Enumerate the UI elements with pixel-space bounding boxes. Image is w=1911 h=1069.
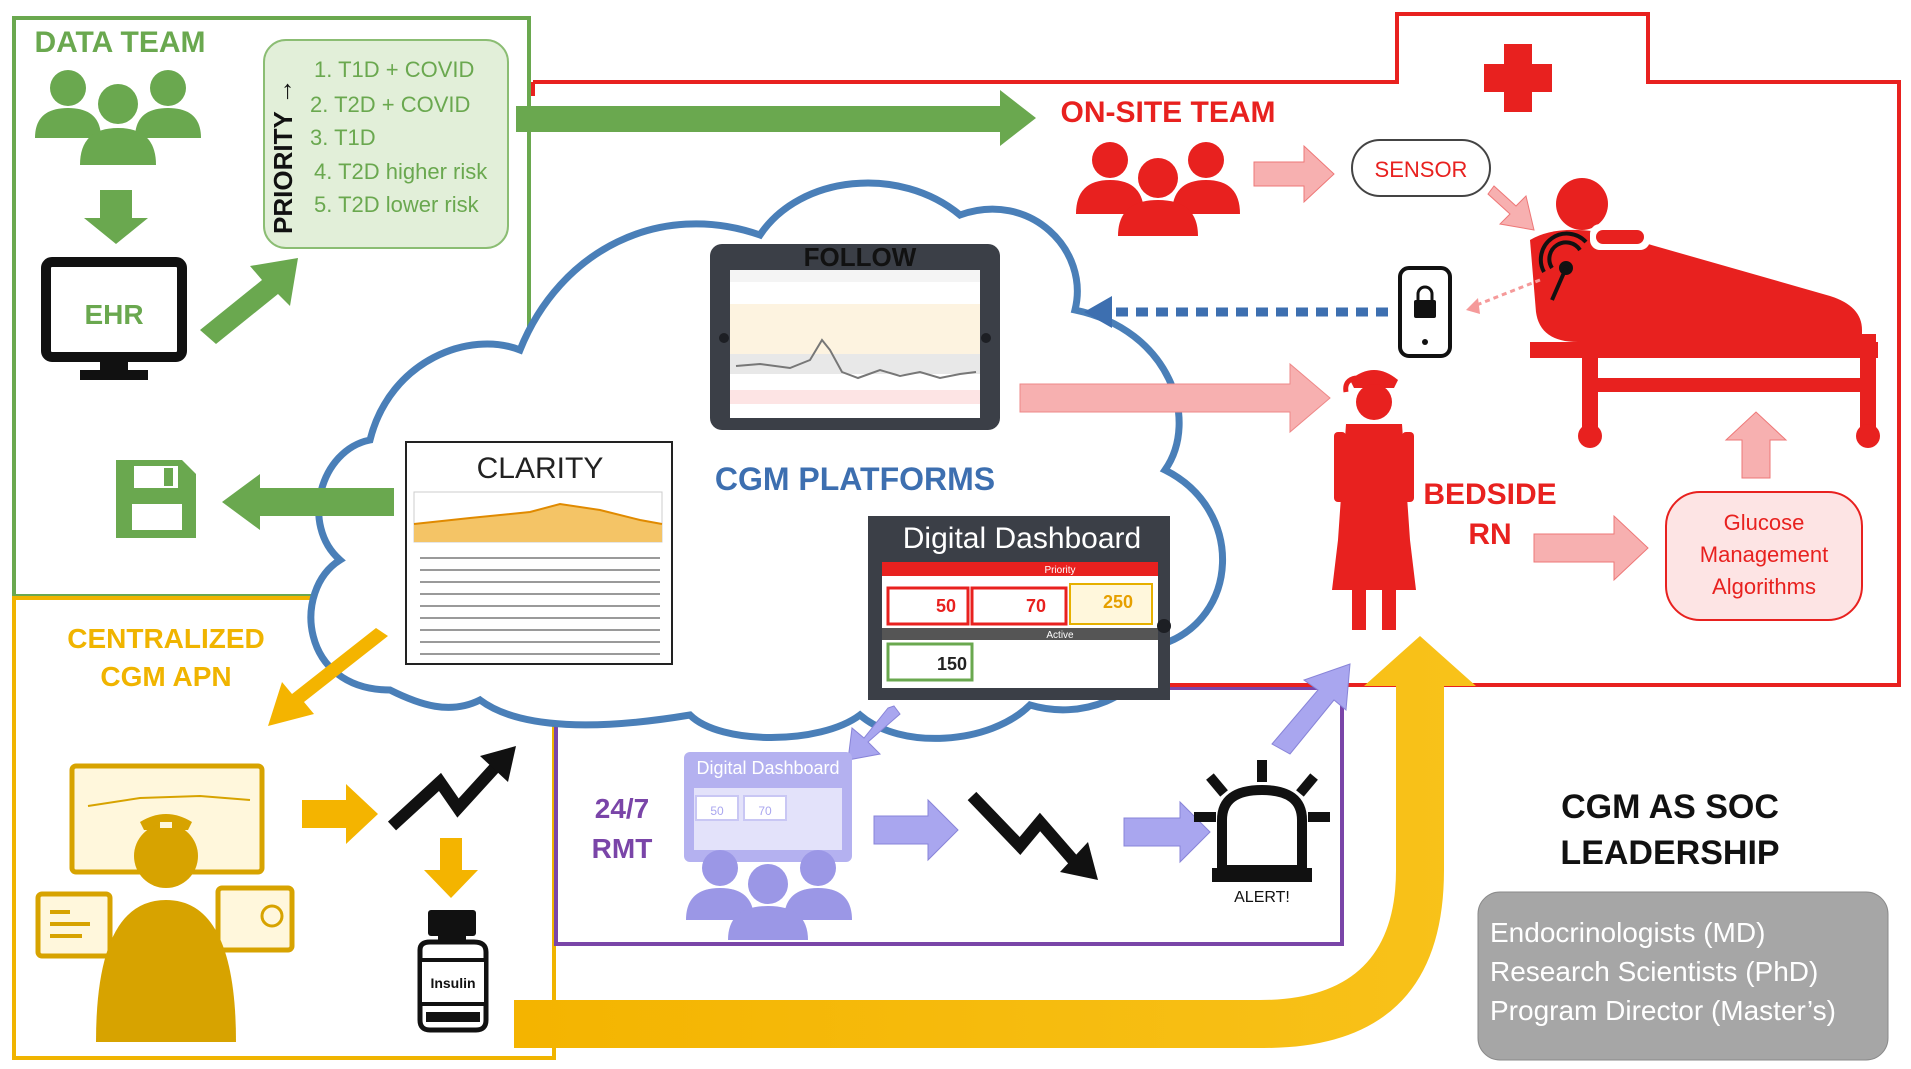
bedside-rn-line2: RN [1468, 518, 1511, 551]
glucose-line2: Management [1700, 542, 1828, 567]
data-team-people-icon [35, 70, 201, 165]
priority-item: 1. T1D + COVID [314, 57, 474, 82]
glucose-line3: Algorithms [1712, 574, 1816, 599]
rmt-to-trend-arrow [873, 798, 959, 862]
clarity-report [405, 441, 673, 665]
ehr-monitor-icon [41, 257, 187, 380]
leadership-title-line1: CGM AS SOC [1561, 788, 1779, 826]
glucose-algorithms-box [1665, 491, 1863, 621]
algorithms-to-patient-arrow [1724, 411, 1788, 479]
follow-tablet [710, 244, 1000, 430]
sensor-to-patient-arrow [1487, 185, 1535, 231]
leadership-member: Program Director (Master’s) [1490, 995, 1836, 1026]
save-disk-icon [116, 460, 196, 538]
team-to-sensor-arrow [1253, 144, 1335, 204]
dashboard-value: 50 [936, 596, 956, 616]
alert-siren-icon [1194, 760, 1330, 882]
alert-label: ALERT! [1234, 889, 1290, 906]
dashboard-priority-label: Priority [1044, 565, 1075, 576]
apn-title-line1: CENTRALIZED [67, 623, 265, 654]
insulin-vial-icon [417, 910, 489, 1033]
phone-lock-icon [1398, 266, 1452, 358]
clarity-to-storage-arrow [222, 474, 394, 530]
rn-to-algorithms-arrow [1533, 514, 1649, 582]
trend-to-alert-arrow [1123, 800, 1211, 864]
sensor-label: SENSOR [1375, 157, 1468, 182]
priority-item: 4. T2D higher risk [314, 159, 488, 184]
sensor-to-phone-signal [1473, 278, 1541, 308]
rmt-people-icon [686, 850, 852, 940]
insulin-label: Insulin [430, 975, 475, 991]
leadership-title-line2: LEADERSHIP [1560, 834, 1779, 872]
digital-dashboard-screen [868, 516, 1171, 700]
rmt-dashboard-value: 70 [758, 804, 772, 818]
leadership-member: Endocrinologists (MD) [1490, 917, 1765, 948]
follow-to-rn-arrow [1019, 362, 1331, 434]
rmt-title-line2: RMT [592, 833, 653, 864]
apn-workstation-icon [35, 763, 295, 1042]
apn-title-line2: CGM APN [100, 661, 231, 692]
priority-item: 3. T1D [310, 125, 376, 150]
onsite-hospital-box [533, 12, 1901, 687]
data-team-down-arrow [84, 190, 148, 244]
onsite-people-icon [1076, 142, 1240, 236]
red-cross-icon [1484, 44, 1552, 112]
rmt-dashboard-value: 50 [710, 804, 724, 818]
sensor-signal-icon [1538, 231, 1588, 301]
priority-item: 5. T2D lower risk [314, 192, 480, 217]
rmt-dashboard-title: Digital Dashboard [696, 758, 839, 778]
sensor-pill [1351, 139, 1491, 197]
onsite-title: ON-SITE TEAM [1061, 96, 1276, 129]
rising-trend-icon [387, 746, 516, 831]
clarity-title: CLARITY [477, 452, 604, 485]
phone-to-cloud-arrow [1084, 296, 1388, 328]
leadership-member: Research Scientists (PhD) [1490, 956, 1818, 987]
patient-bed-icon [1530, 178, 1880, 448]
dashboard-active-label: Active [1046, 630, 1074, 641]
bedside-rn-line1: BEDSIDE [1423, 478, 1556, 511]
ehr-to-priority-arrow [200, 258, 298, 344]
dashboard-value: 150 [937, 654, 967, 674]
priority-box [263, 39, 509, 249]
apn-to-trend-arrow [302, 784, 378, 844]
ehr-label: EHR [84, 299, 143, 330]
priority-heading: PRIORITY → [268, 78, 298, 234]
dashboard-title: Digital Dashboard [903, 522, 1141, 555]
rmt-dashboard-icon [684, 752, 852, 862]
cgm-platforms-label: CGM PLATFORMS [715, 461, 995, 497]
insulin-to-rn-arrow [514, 636, 1476, 1048]
leadership-members-box [1477, 891, 1889, 1061]
trend-to-insulin-arrow [424, 838, 478, 898]
dashboard-value: 250 [1103, 592, 1133, 612]
rmt-title-line1: 24/7 [595, 793, 650, 824]
dashboard-value: 70 [1026, 596, 1046, 616]
alert-to-rn-arrow [1271, 663, 1351, 755]
follow-title: FOLLOW [804, 242, 917, 272]
bedside-nurse-icon [1332, 370, 1416, 630]
glucose-line1: Glucose [1724, 510, 1805, 535]
priority-to-onsite-arrow [516, 90, 1036, 146]
falling-trend-icon [967, 791, 1098, 880]
priority-list: 1. T1D + COVID 2. T2D + COVID 3. T1D 4. … [310, 57, 488, 217]
cloud-to-apn-arrow [268, 628, 388, 726]
priority-item: 2. T2D + COVID [310, 92, 470, 117]
data-team-title: DATA TEAM [34, 26, 205, 59]
